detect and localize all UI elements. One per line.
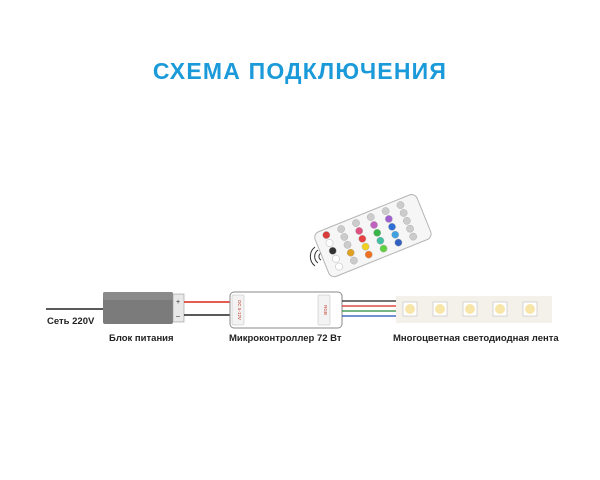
remote-button bbox=[373, 229, 381, 237]
label-power-supply: Блок питания bbox=[109, 333, 174, 344]
remote-button bbox=[370, 221, 378, 229]
label-mains: Сеть 220V bbox=[47, 316, 95, 327]
remote-button bbox=[343, 241, 352, 249]
controller-input-marking: DC 5-12V bbox=[237, 300, 242, 320]
remote-button bbox=[352, 219, 360, 227]
remote-button bbox=[350, 256, 358, 265]
remote-button bbox=[409, 232, 418, 241]
power-supply-unit: + – bbox=[103, 292, 185, 324]
led-light bbox=[495, 304, 505, 314]
led-light bbox=[405, 304, 415, 314]
remote-button bbox=[355, 227, 363, 235]
controller-output-marking: RGB bbox=[323, 305, 328, 315]
remote-button bbox=[381, 207, 390, 215]
remote-button bbox=[328, 247, 337, 255]
remote-button bbox=[396, 201, 405, 209]
remote-button bbox=[361, 242, 370, 251]
page-title: СХЕМА ПОДКЛЮЧЕНИЯ bbox=[152, 58, 448, 84]
label-controller: Микроконтроллер 72 Вт bbox=[229, 333, 342, 344]
remote-button bbox=[379, 244, 388, 253]
remote-button bbox=[367, 213, 375, 221]
controller-unit: DC 5-12V RGB bbox=[229, 291, 343, 329]
remote-control bbox=[314, 194, 432, 278]
remote-button bbox=[340, 233, 349, 241]
remote-button bbox=[322, 231, 331, 239]
remote-button bbox=[335, 262, 343, 271]
remote-button bbox=[337, 225, 345, 233]
remote-button bbox=[403, 217, 411, 225]
remote-button bbox=[406, 224, 414, 233]
led-light bbox=[435, 304, 445, 314]
remote-button bbox=[325, 239, 334, 247]
remote-button bbox=[399, 209, 408, 217]
psu-plus-terminal: + bbox=[176, 299, 180, 306]
led-strip bbox=[396, 296, 552, 323]
remote-button bbox=[346, 248, 355, 257]
remote-button bbox=[388, 223, 396, 231]
rgb-wires bbox=[342, 300, 398, 317]
led-light bbox=[525, 304, 535, 314]
remote-button bbox=[394, 238, 403, 247]
psu-minus-terminal: – bbox=[176, 313, 180, 320]
label-led-strip: Многоцветная светодиодная лента bbox=[393, 333, 559, 344]
remote-button bbox=[391, 230, 400, 239]
remote-button bbox=[364, 250, 373, 259]
remote-button bbox=[332, 254, 340, 263]
remote-button bbox=[385, 215, 393, 223]
remote-button bbox=[376, 236, 385, 245]
remote-button bbox=[358, 235, 367, 243]
led-light bbox=[465, 304, 475, 314]
